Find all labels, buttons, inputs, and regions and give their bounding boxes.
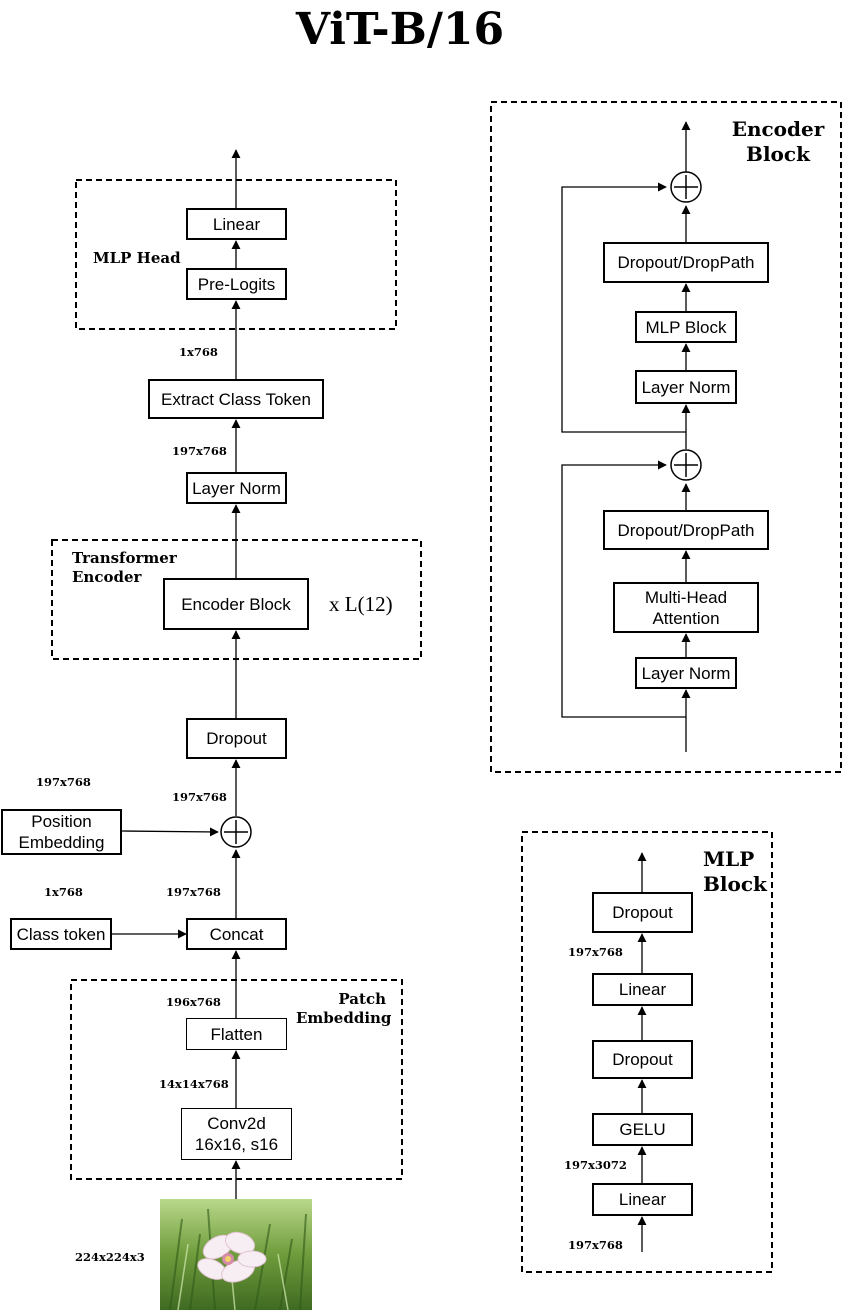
enc-dropout-bottom-box: Dropout/DropPath — [603, 510, 769, 550]
transformer-encoder-label: Transformer Encoder — [72, 549, 177, 586]
mlp-head-label: MLP Head — [93, 249, 181, 267]
encoder-block-box: Encoder Block — [163, 578, 309, 630]
main-dropout-box: Dropout — [186, 718, 287, 759]
input-flower-image — [160, 1199, 312, 1310]
enc-layer-norm-top-box: Layer Norm — [635, 370, 737, 404]
mlp-dropout-top-box: Dropout — [592, 892, 693, 933]
add-node-encoder-bottom — [670, 449, 702, 481]
encoder-block-frame — [490, 101, 842, 773]
main-flow-arrows — [112, 149, 241, 1199]
dim-after-extract: 1x768 — [179, 345, 218, 359]
flatten-box: Flatten — [186, 1018, 287, 1050]
layer-repeat-label: x L(12) — [329, 592, 393, 616]
pre-logits-box: Pre-Logits — [186, 268, 287, 300]
dim-pos-embed: 197x768 — [36, 775, 91, 789]
dim-mlp-input: 197x768 — [568, 1238, 623, 1252]
dim-after-add: 197x768 — [172, 790, 227, 804]
add-node-main — [220, 816, 252, 848]
dim-input: 224x224x3 — [75, 1250, 145, 1264]
dim-after-layernorm: 197x768 — [172, 444, 227, 458]
dim-after-concat: 197x768 — [166, 885, 221, 899]
mlp-linear-top-box: Linear — [592, 973, 693, 1006]
class-token-box: Class token — [10, 918, 112, 950]
enc-mlp-block-box: MLP Block — [635, 311, 737, 343]
main-layer-norm-box: Layer Norm — [186, 472, 287, 504]
enc-layer-norm-bottom-box: Layer Norm — [635, 657, 737, 689]
mlp-gelu-box: GELU — [592, 1113, 693, 1146]
encoder-block-arrows — [561, 121, 691, 752]
dim-mlp-after-linear-bottom: 197x3072 — [564, 1158, 627, 1172]
patch-embedding-label: Patch Embedding — [296, 990, 392, 1027]
mlp-linear-bottom-box: Linear — [592, 1183, 693, 1216]
encoder-block-panel-label: Encoder Block — [731, 117, 825, 166]
mlp-block-panel-label: MLP Block — [703, 847, 767, 896]
dim-mlp-after-linear-top: 197x768 — [568, 945, 623, 959]
extract-class-token-box: Extract Class Token — [148, 379, 324, 419]
head-linear-box: Linear — [186, 208, 287, 240]
dim-class-token: 1x768 — [44, 885, 83, 899]
conv2d-box: Conv2d 16x16, s16 — [181, 1108, 292, 1160]
diagram-title: ViT-B/16 — [295, 4, 505, 55]
concat-box: Concat — [186, 918, 287, 950]
enc-attention-box: Multi-Head Attention — [613, 582, 759, 633]
mlp-block-frame — [521, 831, 773, 1273]
add-node-encoder-top — [670, 171, 702, 203]
position-embedding-box: Position Embedding — [1, 809, 122, 855]
dim-after-conv: 14x14x768 — [159, 1077, 229, 1091]
mlp-dropout-mid-box: Dropout — [592, 1040, 693, 1079]
dim-after-flatten: 196x768 — [166, 995, 221, 1009]
enc-dropout-top-box: Dropout/DropPath — [603, 242, 769, 283]
